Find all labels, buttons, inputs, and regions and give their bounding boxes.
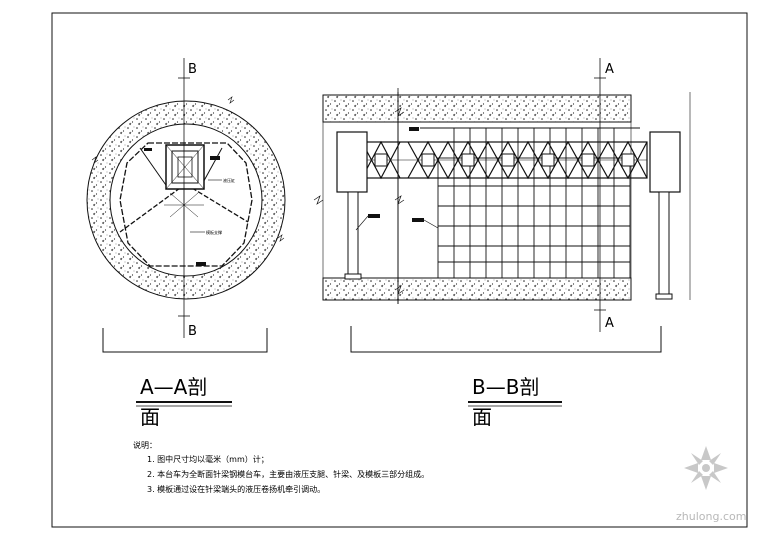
- leader-label-1: 液压缸: [223, 177, 235, 183]
- left-hydraulic-box: [336, 131, 368, 193]
- watermark-logo: [684, 446, 728, 490]
- section-title-b-b-line1: B—B剖: [472, 375, 539, 399]
- note-item-1: 1. 图中尺寸均以毫米（mm）计；: [147, 454, 269, 464]
- tunnel-lining-ring: [86, 100, 286, 300]
- watermark-text: zhulong.com: [676, 510, 746, 523]
- bottom-slab: [322, 277, 632, 301]
- section-title-b-b-line2: 面: [472, 405, 492, 429]
- cut-label-b-top: B: [188, 62, 197, 77]
- dimension-bracket-right: [350, 326, 662, 353]
- right-hydraulic-leg: [658, 191, 670, 295]
- section-title-a-a-line2: 面: [140, 405, 160, 429]
- section-b-b-drawing: A A: [313, 58, 691, 353]
- cut-label-a-bottom: A: [605, 316, 614, 331]
- cut-label-b-bottom: B: [188, 324, 197, 339]
- leader-label-2: 模板支撑: [206, 229, 222, 235]
- right-hydraulic-box: [649, 131, 681, 193]
- note-item-3: 3. 模板通过设在针梁端头的液压卷扬机牵引调动。: [147, 484, 325, 494]
- strut-left: [119, 187, 181, 233]
- dimension-bracket-left: [102, 328, 268, 353]
- top-slab: [322, 94, 632, 123]
- section-title-a-a-line1: A—A剖: [140, 375, 207, 399]
- sheet-border: [51, 12, 748, 528]
- cut-label-a-top: A: [605, 62, 614, 77]
- strut-top-left: [139, 147, 169, 189]
- section-a-a-drawing: 液压缸 模板支撑 B B: [86, 58, 286, 353]
- formwork-polygon: [119, 142, 253, 267]
- truss-nodes: [374, 153, 635, 167]
- left-hydraulic-leg: [347, 191, 359, 275]
- formwork-grid: [420, 127, 640, 279]
- notes-heading: 说明：: [133, 440, 157, 450]
- note-item-2: 2. 本台车为全断面针梁钢模台车，主要由液压支腿、针梁、及模板三部分组成。: [147, 469, 429, 479]
- strut-right: [191, 187, 249, 223]
